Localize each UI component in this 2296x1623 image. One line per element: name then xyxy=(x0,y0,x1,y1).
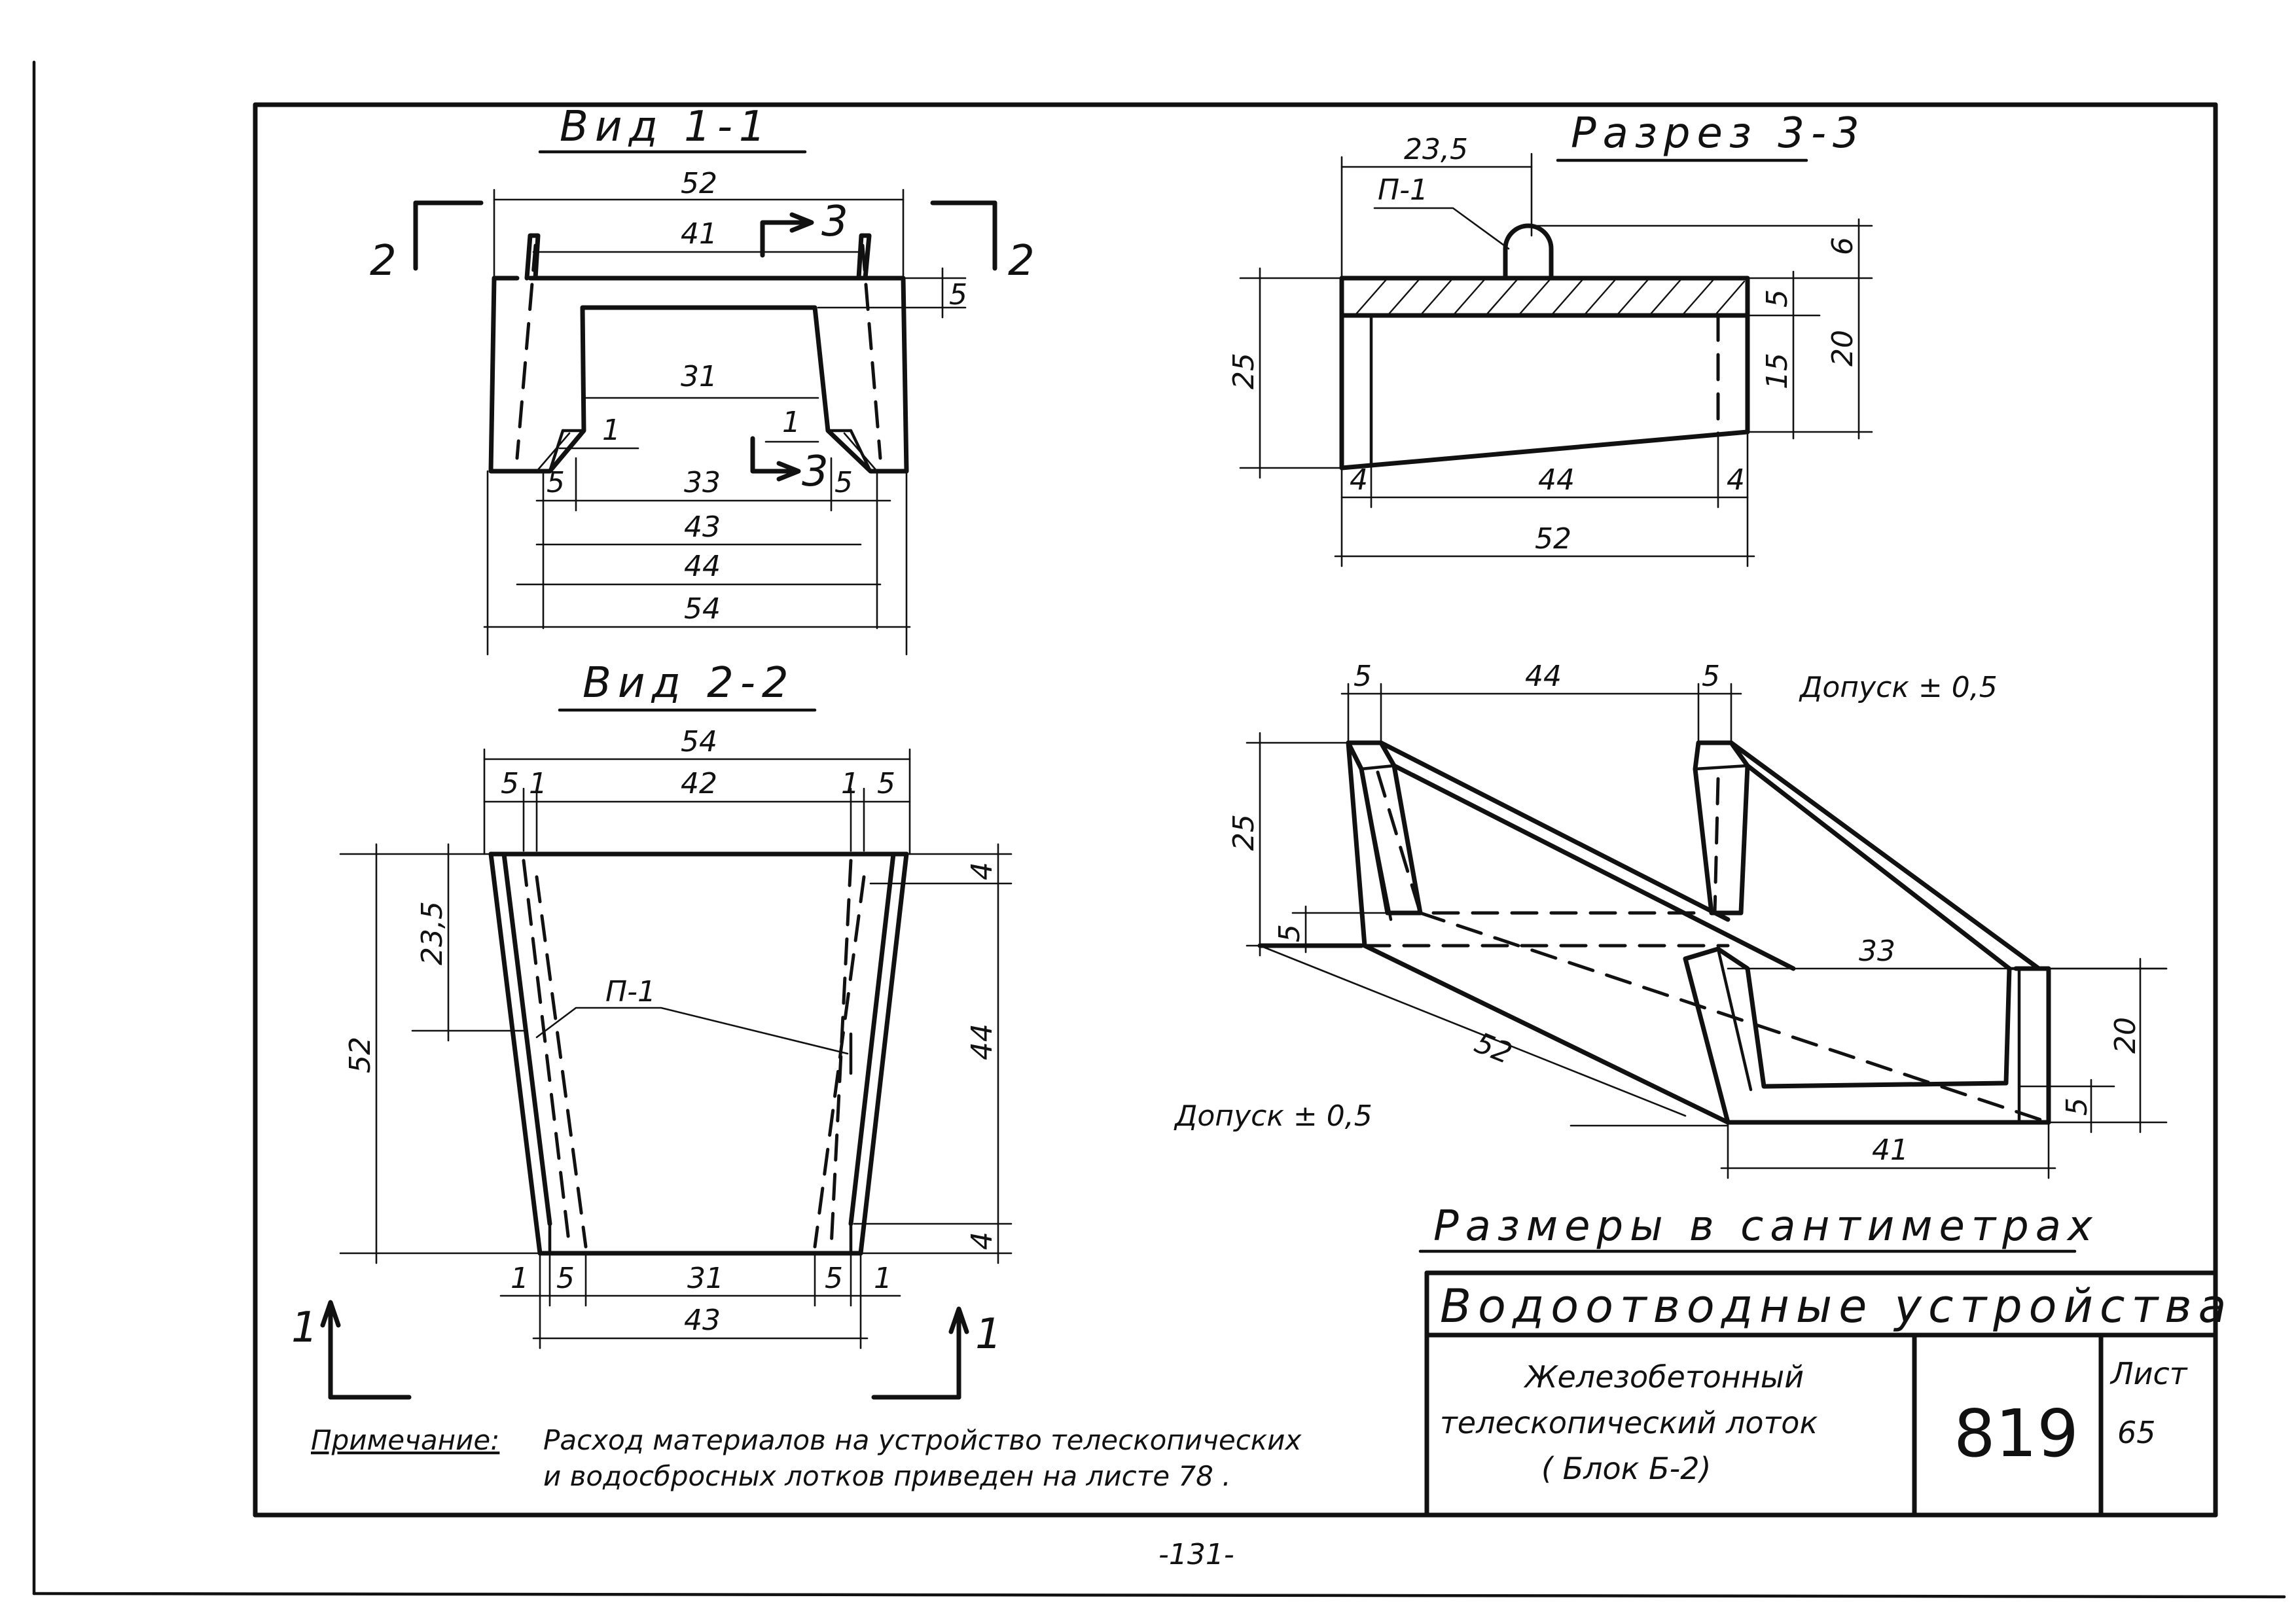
svg-text:Водоотводные устройства: Водоотводные устройства xyxy=(1440,1279,2233,1333)
svg-text:5: 5 xyxy=(1273,924,1306,942)
svg-text:42: 42 xyxy=(681,767,717,800)
svg-text:52: 52 xyxy=(344,1037,377,1073)
svg-text:5: 5 xyxy=(1702,660,1720,693)
drawing-frame xyxy=(253,102,2218,1518)
svg-text:и водосбросных лотков приведен: и водосбросных лотков приведен на листе … xyxy=(543,1460,1231,1492)
svg-text:5: 5 xyxy=(501,767,519,800)
section33-title: Разрез 3-3 xyxy=(1571,109,1866,158)
svg-text:23,5: 23,5 xyxy=(416,901,449,965)
svg-text:33: 33 xyxy=(684,466,721,499)
isometric-view: 5 44 5 Допуск ± 0,5 25 5 33 52 20 5 41 Д… xyxy=(1174,660,2168,1179)
svg-text:52: 52 xyxy=(681,167,717,200)
svg-text:Железобетонный: Железобетонный xyxy=(1523,1359,1804,1395)
svg-text:телескопический лоток: телескопический лоток xyxy=(1440,1405,1818,1440)
svg-text:5: 5 xyxy=(547,466,565,499)
svg-text:П-1: П-1 xyxy=(1378,173,1428,207)
slab-hatching xyxy=(1354,277,1746,317)
svg-text:54: 54 xyxy=(684,592,721,626)
svg-text:Расход материалов на устройств: Расход материалов на устройство телескоп… xyxy=(543,1424,1302,1456)
view11-title: Вид 1-1 xyxy=(560,103,772,151)
view22-title: Вид 2-2 xyxy=(583,659,795,707)
svg-text:Примечание:: Примечание: xyxy=(311,1424,499,1456)
svg-text:5: 5 xyxy=(825,1262,843,1295)
svg-text:3: 3 xyxy=(821,198,855,246)
svg-text:5: 5 xyxy=(877,767,895,800)
svg-text:4: 4 xyxy=(965,862,999,880)
svg-text:1: 1 xyxy=(874,1262,892,1295)
svg-text:3: 3 xyxy=(802,448,835,496)
svg-text:819: 819 xyxy=(1954,1395,2079,1472)
svg-text:44: 44 xyxy=(1538,463,1575,497)
svg-text:41: 41 xyxy=(1872,1133,1909,1167)
svg-text:31: 31 xyxy=(687,1262,724,1295)
svg-text:5: 5 xyxy=(1354,660,1372,693)
svg-text:15: 15 xyxy=(1761,353,1794,389)
svg-text:5: 5 xyxy=(2060,1097,2094,1116)
svg-text:33: 33 xyxy=(1859,935,1895,968)
svg-text:1: 1 xyxy=(975,1310,1009,1359)
svg-text:Размеры в сантиметрах: Размеры в сантиметрах xyxy=(1433,1202,2099,1251)
section-3-3: Разрез 3-3 23,5 П-1 xyxy=(1227,109,1873,567)
svg-text:65: 65 xyxy=(2117,1415,2156,1450)
page-number: -131- xyxy=(1158,1538,1234,1571)
svg-text:2: 2 xyxy=(1008,237,1041,285)
svg-text:25: 25 xyxy=(1227,814,1261,851)
svg-text:2: 2 xyxy=(370,237,403,285)
units-note: Размеры в сантиметрах xyxy=(1418,1202,2099,1253)
svg-text:1: 1 xyxy=(291,1304,325,1352)
svg-text:5: 5 xyxy=(949,278,967,312)
svg-text:5: 5 xyxy=(1761,289,1794,308)
general-note: Примечание: Расход материалов на устройс… xyxy=(311,1424,1302,1492)
svg-text:31: 31 xyxy=(681,360,717,393)
svg-text:54: 54 xyxy=(681,725,717,758)
svg-text:20: 20 xyxy=(1826,330,1859,366)
svg-text:Допуск ± 0,5: Допуск ± 0,5 xyxy=(1799,671,1998,704)
svg-text:4: 4 xyxy=(1350,463,1368,497)
svg-text:Допуск ± 0,5: Допуск ± 0,5 xyxy=(1174,1099,1372,1133)
svg-text:1: 1 xyxy=(511,1262,529,1295)
bottom-margin-line xyxy=(32,1592,2286,1599)
view-2-2: Вид 2-2 54 5 1 42 1 5 52 xyxy=(291,659,1013,1400)
svg-text:5: 5 xyxy=(834,466,853,499)
svg-text:43: 43 xyxy=(684,1304,721,1337)
svg-text:4: 4 xyxy=(1727,463,1745,497)
svg-text:52: 52 xyxy=(1535,522,1571,556)
svg-text:44: 44 xyxy=(965,1024,999,1060)
svg-text:( Блок Б-2): ( Блок Б-2) xyxy=(1541,1451,1711,1486)
svg-text:4: 4 xyxy=(965,1232,999,1250)
svg-text:Лист: Лист xyxy=(2109,1356,2188,1391)
svg-text:41: 41 xyxy=(681,217,717,251)
svg-text:25: 25 xyxy=(1227,353,1261,389)
svg-text:1: 1 xyxy=(602,414,620,447)
svg-text:44: 44 xyxy=(684,550,721,583)
svg-text:23,5: 23,5 xyxy=(1404,133,1468,166)
svg-text:20: 20 xyxy=(2109,1017,2142,1054)
title-block: Водоотводные устройства Железобетонный т… xyxy=(1424,1270,2233,1518)
svg-text:6: 6 xyxy=(1826,237,1859,255)
svg-text:5: 5 xyxy=(556,1262,575,1295)
svg-text:П-1: П-1 xyxy=(605,975,656,1008)
svg-text:44: 44 xyxy=(1525,660,1562,693)
view-1-1: Вид 1-1 2 2 3 3 52 xyxy=(370,103,1041,656)
svg-text:43: 43 xyxy=(684,510,721,544)
svg-text:1: 1 xyxy=(782,406,800,439)
svg-text:1: 1 xyxy=(529,767,547,800)
